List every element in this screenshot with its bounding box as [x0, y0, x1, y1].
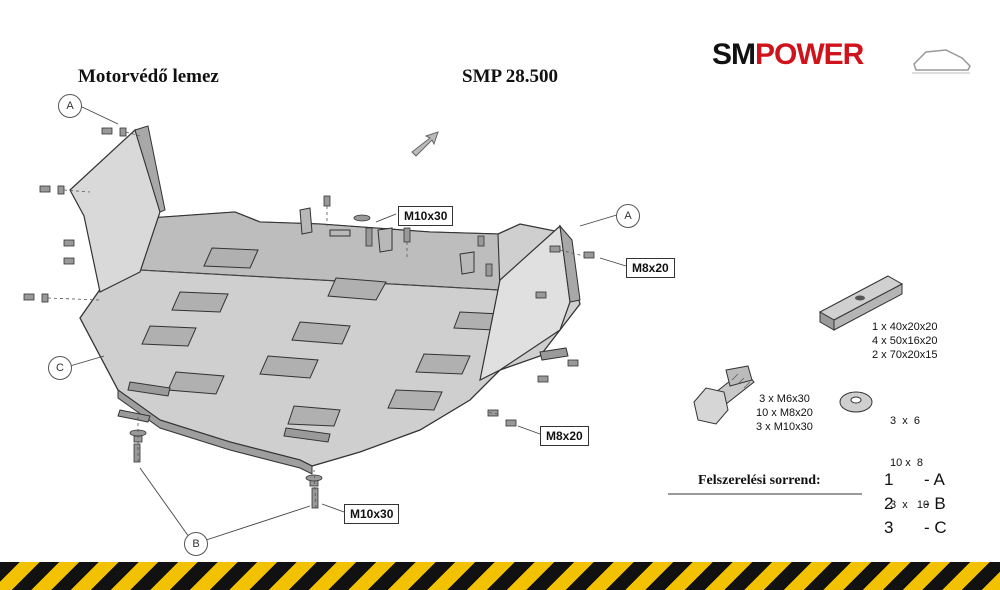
sequence-list: 1 - A 2 - B 3 - C [884, 470, 947, 542]
sequence-letter: - B [924, 494, 946, 513]
bolts-legend-row: 3 x M10x30 [756, 421, 813, 433]
plates-legend-row: 4 x 50x16x20 [872, 335, 938, 347]
sequence-letter: - C [924, 518, 947, 537]
washers-legend: 3 x 6 10 x 8 3 x 10 [890, 386, 929, 526]
washer-drawing [839, 391, 873, 413]
sequence-row: 1 - A [884, 470, 947, 494]
plates-legend: 1 x 40x20x20 4 x 50x16x20 2 x 70x20x15 [872, 320, 937, 362]
sequence-row: 3 - C [884, 518, 947, 542]
sequence-number: 1 [884, 470, 894, 489]
callout-m8x20-right: M8x20 [626, 258, 675, 278]
sequence-row: 2 - B [884, 494, 947, 518]
bolts-legend: 3 x M6x30 10 x M8x20 3 x M10x30 [756, 392, 813, 434]
bolt-icons [23, 127, 595, 509]
washers-legend-row: 3 x 10 [890, 499, 930, 511]
brand-logo: SMPOWER [712, 38, 972, 78]
bolts-legend-row: 3 x M6x30 [759, 393, 810, 405]
page-title: Motorvédő lemez [78, 66, 219, 87]
hazard-stripe-footer [0, 562, 1000, 590]
right-side-bracket [479, 224, 581, 382]
washers-legend-row: 10 x 8 [890, 457, 924, 469]
washers-legend-row: 3 x 6 [890, 415, 920, 427]
mounting-tabs [299, 207, 475, 275]
marker-c-left: C [48, 356, 72, 380]
left-side-bracket [69, 125, 166, 293]
hex-bolt-drawing [693, 365, 755, 425]
car-silhouette-icon [912, 49, 971, 74]
sequence-number: 2 [884, 494, 894, 513]
direction-arrow-icon [411, 131, 439, 157]
sequence-letter: - A [924, 470, 945, 489]
sequence-number: 3 [884, 518, 894, 537]
marker-a-right: A [616, 204, 640, 228]
callout-m10x30-bottom: M10x30 [344, 504, 400, 524]
bolts-legend-row: 10 x M8x20 [756, 407, 813, 419]
spacer-plate-drawing [818, 275, 904, 331]
marker-b-bottom: B [184, 532, 208, 556]
brand-logo-red: POWER [755, 38, 864, 71]
sequence-label: Felszerelési sorrend: [698, 473, 821, 488]
callout-m10x30-top: M10x30 [398, 206, 454, 226]
brand-logo-black: SM [712, 38, 756, 71]
assembly-lines [47, 131, 585, 509]
leader-lines [69, 105, 627, 545]
plates-legend-row: 1 x 40x20x20 [872, 321, 938, 333]
marker-a-left: A [58, 94, 82, 118]
part-code: SMP 28.500 [462, 66, 559, 87]
plates-legend-row: 2 x 70x20x15 [872, 349, 938, 361]
skid-plate-drawing [23, 105, 904, 545]
callout-m8x20-bottom: M8x20 [540, 426, 589, 446]
